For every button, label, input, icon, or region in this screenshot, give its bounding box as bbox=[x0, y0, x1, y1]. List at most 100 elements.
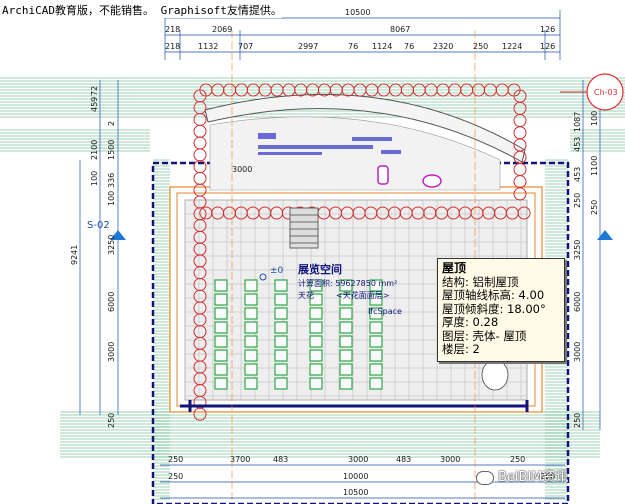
chair bbox=[244, 335, 258, 348]
wechat-icon bbox=[476, 470, 494, 485]
dim-bot-r1-0: 250 bbox=[168, 455, 183, 464]
chair bbox=[214, 321, 228, 334]
toilet-icon bbox=[377, 165, 389, 185]
dimension-lines-left bbox=[79, 80, 119, 415]
dim-top-r2-7: 2320 bbox=[433, 42, 453, 51]
dim-top-r2-9: 1224 bbox=[502, 42, 522, 51]
source-watermark-text: BeiBIM资讯 bbox=[498, 470, 569, 485]
zone-finish: <天花面面层> bbox=[336, 290, 389, 300]
dim-left-6: 3250 bbox=[107, 235, 116, 255]
chair bbox=[274, 335, 288, 348]
tooltip-line: 屋顶轴线标高: 4.00 bbox=[442, 288, 545, 302]
dim-top-r2-0: 218 bbox=[165, 42, 180, 51]
chair bbox=[244, 363, 258, 376]
dim-bot-r1-4: 483 bbox=[396, 455, 411, 464]
dim-left-8: 3000 bbox=[107, 342, 116, 362]
chair bbox=[339, 349, 353, 362]
dim-bot-r1-3: 3000 bbox=[348, 455, 368, 464]
chair bbox=[244, 377, 258, 390]
chair bbox=[369, 307, 383, 320]
dim-left-overall: 9241 bbox=[70, 245, 79, 265]
dim-right-1: 453 bbox=[573, 137, 582, 152]
dimension-lines-right bbox=[582, 80, 601, 430]
chair bbox=[339, 293, 353, 306]
chair bbox=[214, 363, 228, 376]
round-fixture bbox=[481, 359, 509, 391]
dim-left-7: 6000 bbox=[107, 292, 116, 312]
dim-right-2: 453 bbox=[573, 167, 582, 182]
stair[interactable] bbox=[289, 207, 319, 249]
zone-name: 展览空间 bbox=[297, 262, 342, 276]
dim-top-r2-4: 76 bbox=[348, 42, 358, 51]
dim-top-r2-1: 1132 bbox=[198, 42, 218, 51]
dim-top-r2-3: 2997 bbox=[298, 42, 318, 51]
tooltip-line: 结构: 铝制屋顶 bbox=[442, 274, 519, 289]
dimension-lines-top bbox=[164, 10, 561, 60]
dim-right-7: 3000 bbox=[573, 342, 582, 362]
dim-bot-overall: 10500 bbox=[343, 488, 368, 497]
chair bbox=[214, 293, 228, 306]
chair bbox=[369, 377, 383, 390]
chair bbox=[214, 377, 228, 390]
chair bbox=[244, 279, 258, 292]
chair bbox=[309, 279, 323, 292]
dim-left-1500: 1500 bbox=[107, 140, 116, 160]
chair bbox=[309, 377, 323, 390]
dim-top-r2-2: 707 bbox=[238, 42, 253, 51]
dimension-lines-bottom bbox=[160, 464, 565, 499]
dim-bot-r1-1: 3700 bbox=[230, 455, 250, 464]
dim-right-8: 250 bbox=[573, 413, 582, 428]
dim-right2-3: 250 bbox=[590, 200, 599, 215]
section-marker-right-icon[interactable] bbox=[597, 230, 613, 240]
chair bbox=[309, 293, 323, 306]
section-label-left: S-02 bbox=[87, 220, 110, 231]
chair bbox=[274, 349, 288, 362]
chair bbox=[369, 363, 383, 376]
roof-info-tooltip: 屋顶 结构: 铝制屋顶 屋顶轴线标高: 4.00 屋顶倾斜度: 18.00° 厚… bbox=[437, 258, 565, 362]
dim-right2-0: 100 bbox=[590, 111, 599, 126]
dim-bot-r1-6: 250 bbox=[510, 455, 525, 464]
dim-top-r1-c: 8067 bbox=[390, 25, 410, 34]
zone-area: 计算面积: 59627850 mm² bbox=[298, 278, 397, 288]
detail-marker-label: Ch-03 bbox=[594, 88, 618, 97]
level-marker-label: ±0 bbox=[270, 266, 284, 276]
chair bbox=[244, 321, 258, 334]
dim-right-0: 1087 bbox=[573, 112, 582, 132]
edu-license-banner: ArchiCAD教育版，不能销售。 Graphisoft友情提供。 bbox=[2, 2, 282, 18]
chair bbox=[244, 293, 258, 306]
level-marker-top: 3000 bbox=[232, 165, 252, 174]
dim-right-6: 6000 bbox=[573, 292, 582, 312]
dim-left-5: 100 bbox=[107, 191, 116, 206]
dim-left-9: 250 bbox=[107, 413, 116, 428]
zone-floor: 天花 bbox=[298, 290, 314, 300]
chair bbox=[309, 363, 323, 376]
chair bbox=[274, 279, 288, 292]
chair bbox=[339, 307, 353, 320]
chair bbox=[339, 321, 353, 334]
dim-left-3: 100 bbox=[90, 171, 99, 186]
dim-left-1: 72 bbox=[90, 86, 99, 96]
dim-overall-top: 10500 bbox=[345, 8, 370, 17]
level-marker-icon[interactable] bbox=[259, 273, 267, 281]
tooltip-title: 屋顶 bbox=[442, 261, 467, 275]
chair bbox=[244, 307, 258, 320]
chair bbox=[214, 335, 228, 348]
dim-left-2: 2100 bbox=[90, 140, 99, 160]
dim-top-r1-a: 218 bbox=[165, 25, 180, 34]
zone-stamp[interactable]: 展览空间 计算面积: 59627850 mm² 天花 <天花面面层> IfcSp… bbox=[297, 262, 402, 316]
chair bbox=[369, 279, 383, 292]
chair bbox=[274, 321, 288, 334]
chair bbox=[274, 293, 288, 306]
roof-curve[interactable] bbox=[204, 93, 526, 191]
chair bbox=[369, 321, 383, 334]
dim-left-2b: 2 bbox=[107, 121, 116, 126]
seating-grid bbox=[214, 279, 383, 390]
chair bbox=[309, 321, 323, 334]
dim-top-r2-6: 76 bbox=[404, 42, 414, 51]
section-marker-left-icon[interactable] bbox=[110, 230, 126, 240]
tooltip-line: 厚度: 0.28 bbox=[442, 315, 499, 329]
dim-left-0: 459 bbox=[90, 97, 99, 112]
chair bbox=[214, 279, 228, 292]
